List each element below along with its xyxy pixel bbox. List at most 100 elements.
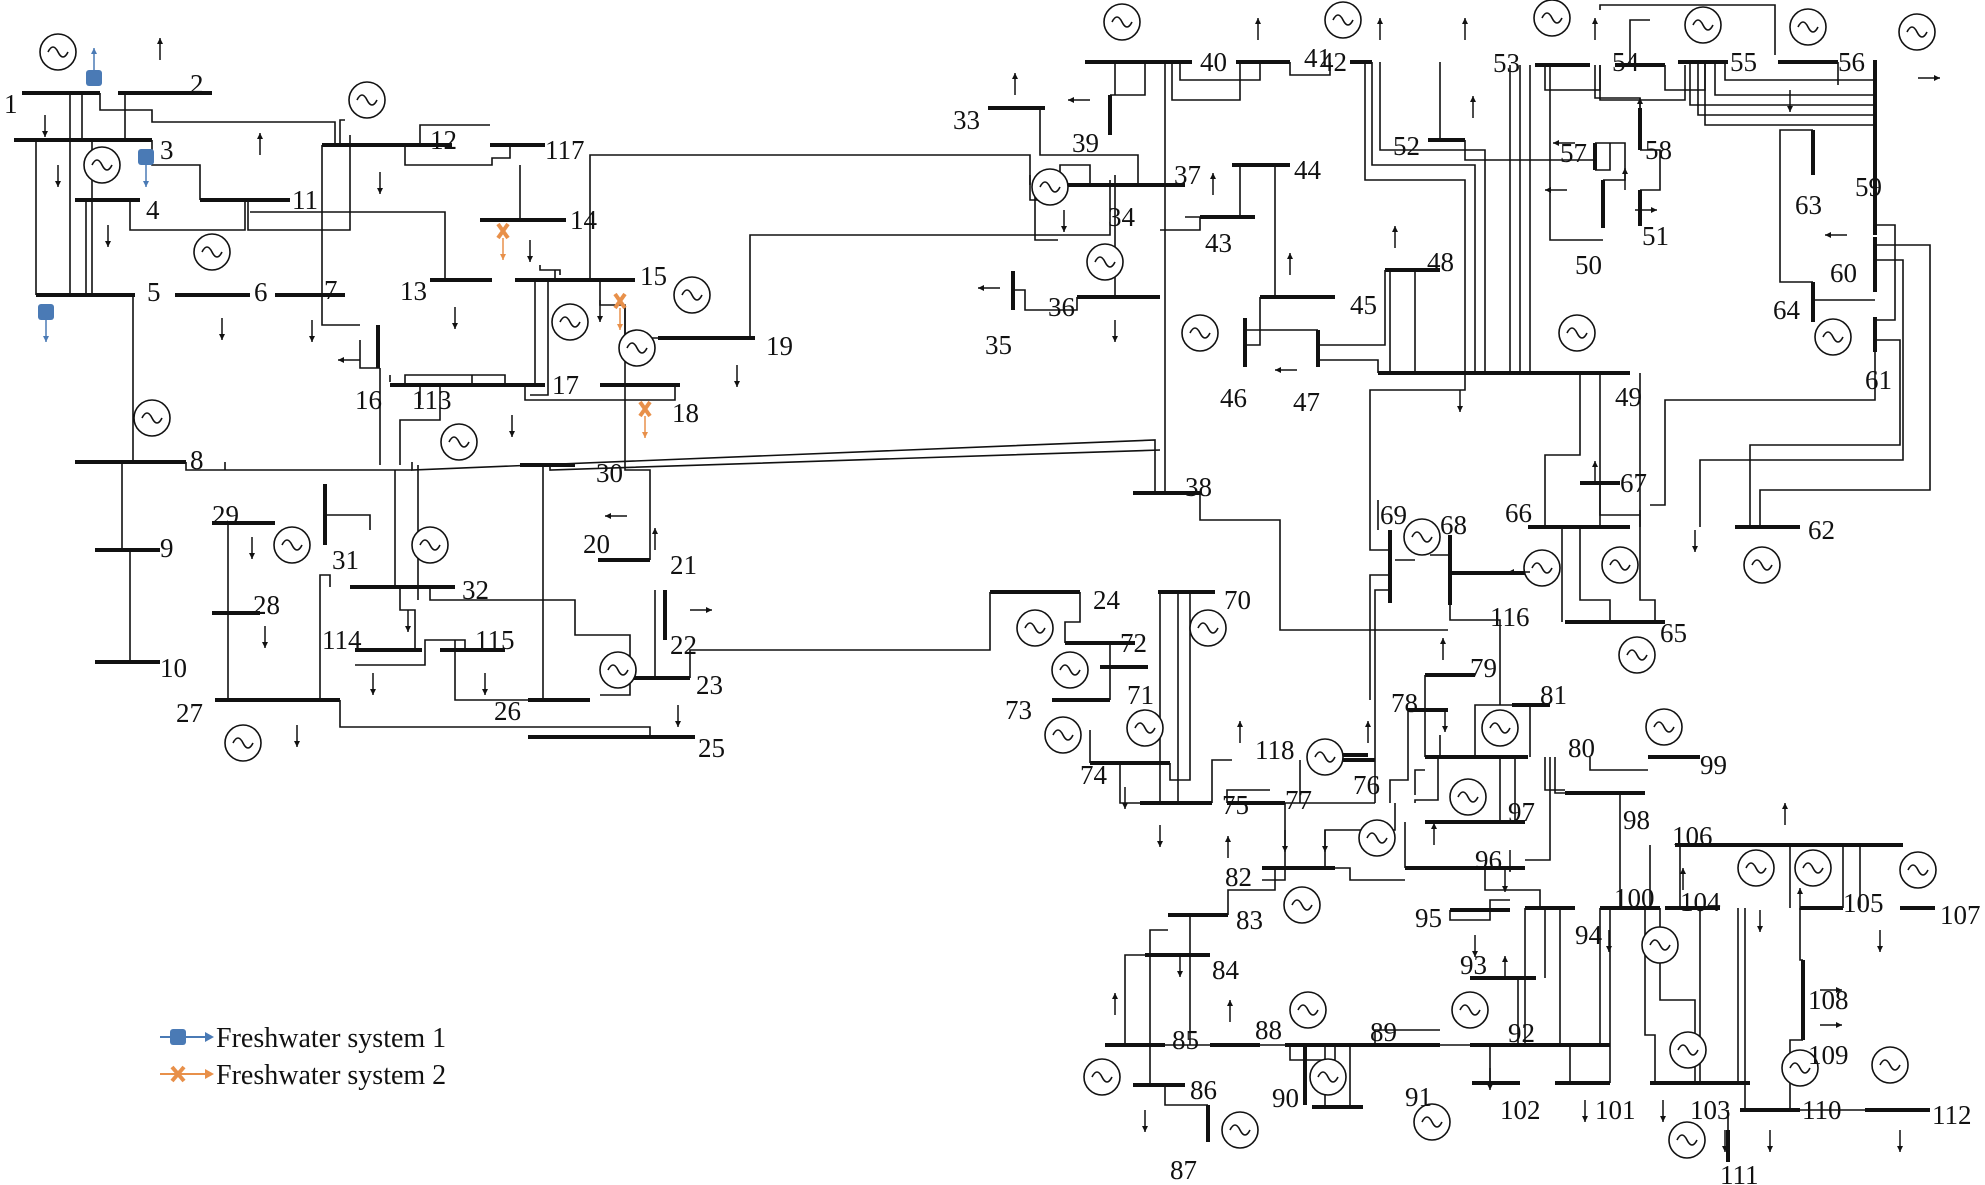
load-arrow-icon [43,320,49,342]
bus-label-8: 8 [190,445,204,475]
bus-label-97: 97 [1508,797,1535,827]
bus-bars [14,60,1935,1162]
load-arrow-icon [1210,173,1216,195]
transmission-line [1875,224,1896,321]
load-arrow-icon [377,172,383,194]
freshwater-markers [38,48,652,438]
transmission-line [411,439,1156,493]
load-arrow-icon [1825,232,1847,238]
transmission-line [185,462,412,471]
load-arrow-icon [1692,530,1698,552]
transmission-line [1474,704,1512,757]
transmission-line [539,265,561,275]
generator-icon [1051,651,1089,689]
transmission-line [1211,759,1232,803]
bus-label-106: 106 [1672,821,1713,851]
transmission-line [1124,954,1145,1045]
load-arrow-icon [1470,96,1476,118]
load-arrow-icon [1502,956,1508,978]
load-arrow-icon [1582,1100,1588,1122]
load-arrow-icon [219,318,225,340]
load-arrow-icon [452,307,458,329]
generator-icon [1737,849,1775,887]
load-arrow-icon [1897,1130,1903,1152]
load-arrow-icon [1680,868,1686,890]
generator-icon [1126,709,1164,747]
bus-label-69: 69 [1380,500,1407,530]
generator-icon [1044,716,1082,754]
load-arrow-icon [309,320,315,342]
load-arrow-icon [509,415,515,437]
generator-icon [1451,991,1489,1029]
bus-label-61: 61 [1865,365,1892,395]
transmission-line [1119,763,1140,804]
bus-label-21: 21 [670,550,697,580]
load-arrow-icon [370,673,376,695]
generator-icon [1289,991,1327,1029]
transmission-line [1364,62,1466,373]
generator-icon [1306,738,1344,776]
bus-label-77: 77 [1285,785,1312,815]
freshwater-1-marker [38,304,54,342]
transmission-line [355,639,466,666]
generator-icon [1031,168,1069,206]
generator-icon [1413,1103,1451,1141]
generator-icon [1684,6,1722,44]
legend-label: Freshwater system 2 [216,1060,446,1091]
transmission-line [1034,185,1058,241]
transmission-line [359,340,380,369]
bus-label-6: 6 [254,277,268,307]
generator-icon [224,724,262,762]
bus-label-117: 117 [545,135,585,165]
transmission-line [1599,483,1640,516]
load-arrow-icon [1592,461,1598,483]
generator-icon [1403,518,1441,556]
bus-label-66: 66 [1505,498,1532,528]
transmission-line [404,374,506,385]
bus-label-56: 56 [1838,47,1865,77]
transmission-line [1227,868,1276,915]
transmission-line [325,514,371,530]
load-arrow-icon [91,48,97,70]
bus-label-48: 48 [1427,247,1454,277]
freshwater-2-x-icon [170,1065,186,1083]
load-arrow-icon [1012,73,1018,95]
load-arrow-icon [1660,1100,1666,1122]
generator-icon [1189,609,1227,647]
transmission-line [1779,129,1813,283]
bus-label-24: 24 [1093,585,1121,615]
bus-label-113: 113 [412,385,452,415]
generator-icon [1814,318,1852,356]
bus-label-110: 110 [1802,1095,1842,1125]
bus-label-72: 72 [1120,628,1147,658]
load-arrow-icon [405,610,411,632]
load-arrow-icon [1606,930,1612,952]
transmission-line [419,124,490,145]
generator-icon [1781,1049,1819,1087]
transmission-line [1289,62,1331,76]
generator-icon [348,81,386,119]
transmission-line [429,587,631,678]
generator-icon [273,526,311,564]
load-arrow-icon [1255,18,1261,40]
bus-label-96: 96 [1475,845,1502,875]
load-arrow-icon [482,673,488,695]
generator-icon [599,651,637,689]
load-arrow-icon [262,626,268,648]
transmission-line [1640,149,1661,191]
load-arrow-icon [105,225,111,247]
load-arrow-icon [1487,1068,1493,1090]
bus-label-81: 81 [1540,680,1567,710]
bus-label-11: 11 [292,185,318,215]
transmission-line [1789,1039,1803,1110]
bus-label-92: 92 [1508,1018,1535,1048]
generator-icon [1533,0,1571,37]
generator-icon [1309,1058,1347,1096]
transmission-line [1369,373,1466,551]
bus-label-1: 1 [4,89,18,119]
load-arrow-icon [500,238,506,260]
generator-icon [1481,709,1519,747]
generator-icon [1103,3,1141,41]
bus-label-36: 36 [1048,292,1075,322]
